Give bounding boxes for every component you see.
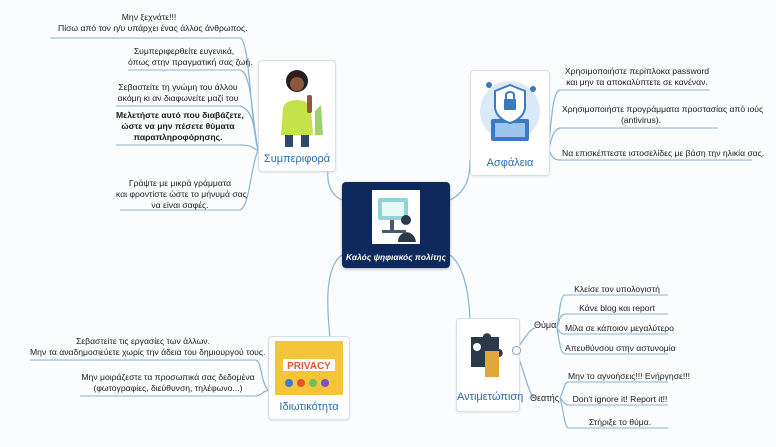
security-branch[interactable]: Ασφάλεια (470, 70, 550, 176)
central-node[interactable]: Καλός ψηφιακός πολίτης (342, 182, 450, 268)
privacy-label: Ιδιωτικότητα (279, 401, 339, 413)
shield-lock-icon (480, 81, 540, 141)
puzzle-pieces-icon (471, 333, 503, 377)
security-label: Ασφάλεια (486, 157, 534, 169)
person-at-computer-icon (372, 190, 420, 244)
victim-leaf-3: Μίλα σε κάποιον μεγαλύτερο (565, 323, 674, 333)
privacy-leaf-2: Μην μοιράζεστε τα προσωπικά σας δεδομένα… (81, 372, 255, 394)
behavior-leaf-2: Συμπεριφερθείτε ευγενικά, όπως στην πραγ… (128, 46, 253, 68)
response-label: Αντιμετώπιση (457, 391, 524, 403)
behavior-leaf-1: Μην ξεχνάτε!!! Πίσω από τον η/υ υπάρχει … (58, 12, 248, 34)
victim-leaf-2: Κάνε blog και report (579, 303, 655, 313)
victim-label: Θύμα (534, 320, 557, 330)
woman-waving-icon (269, 65, 325, 149)
witness-leaf-2: Don't ignore it! Report it!! (572, 394, 668, 404)
response-branch[interactable]: Αντιμετώπιση (456, 318, 524, 412)
victim-leaf-1: Κλείσε τον υπολογιστή (574, 284, 660, 294)
security-leaf-1: Χρησιμοποιήστε περίπλοκα password και μη… (564, 66, 710, 88)
behavior-label: Συμπεριφορά (263, 153, 331, 165)
privacy-branch[interactable]: PRIVACY Ιδιωτικότητα (268, 336, 350, 420)
collapse-toggle[interactable] (512, 346, 521, 355)
security-leaf-3: Να επισκέπτεστε ιστοσελίδες με βάση την … (562, 148, 765, 158)
behavior-leaf-5: Γράψτε με μικρά γράμματα και φροντίστε ώ… (116, 178, 247, 211)
behavior-leaf-3: Σεβαστείτε τη γνώμη του άλλου ακόμη κι α… (117, 82, 239, 104)
privacy-banner-icon: PRIVACY (275, 341, 343, 395)
privacy-leaf-1: Σεβαστείτε τις εργασίες των άλλων. Μην τ… (30, 336, 266, 358)
svg-text:PRIVACY: PRIVACY (287, 361, 331, 372)
central-title: Καλός ψηφιακός πολίτης (346, 252, 446, 262)
witness-label: Θεατής (530, 393, 560, 403)
behavior-leaf-4: Μελετήστε αυτό που διαβάζετε, ώστε να μη… (116, 110, 244, 143)
behavior-branch[interactable]: Συμπεριφορά (258, 60, 336, 172)
witness-leaf-1: Μην το αγνοήσεις!!! Ενήργησε!!! (568, 371, 690, 381)
witness-leaf-3: Στήριξε το θύμα. (588, 417, 652, 427)
victim-leaf-4: Απευθύνσου στην αστυνομία (565, 343, 676, 353)
security-leaf-2: Χρησιμοποιήστε προγράμματα προστασίας απ… (562, 104, 764, 126)
